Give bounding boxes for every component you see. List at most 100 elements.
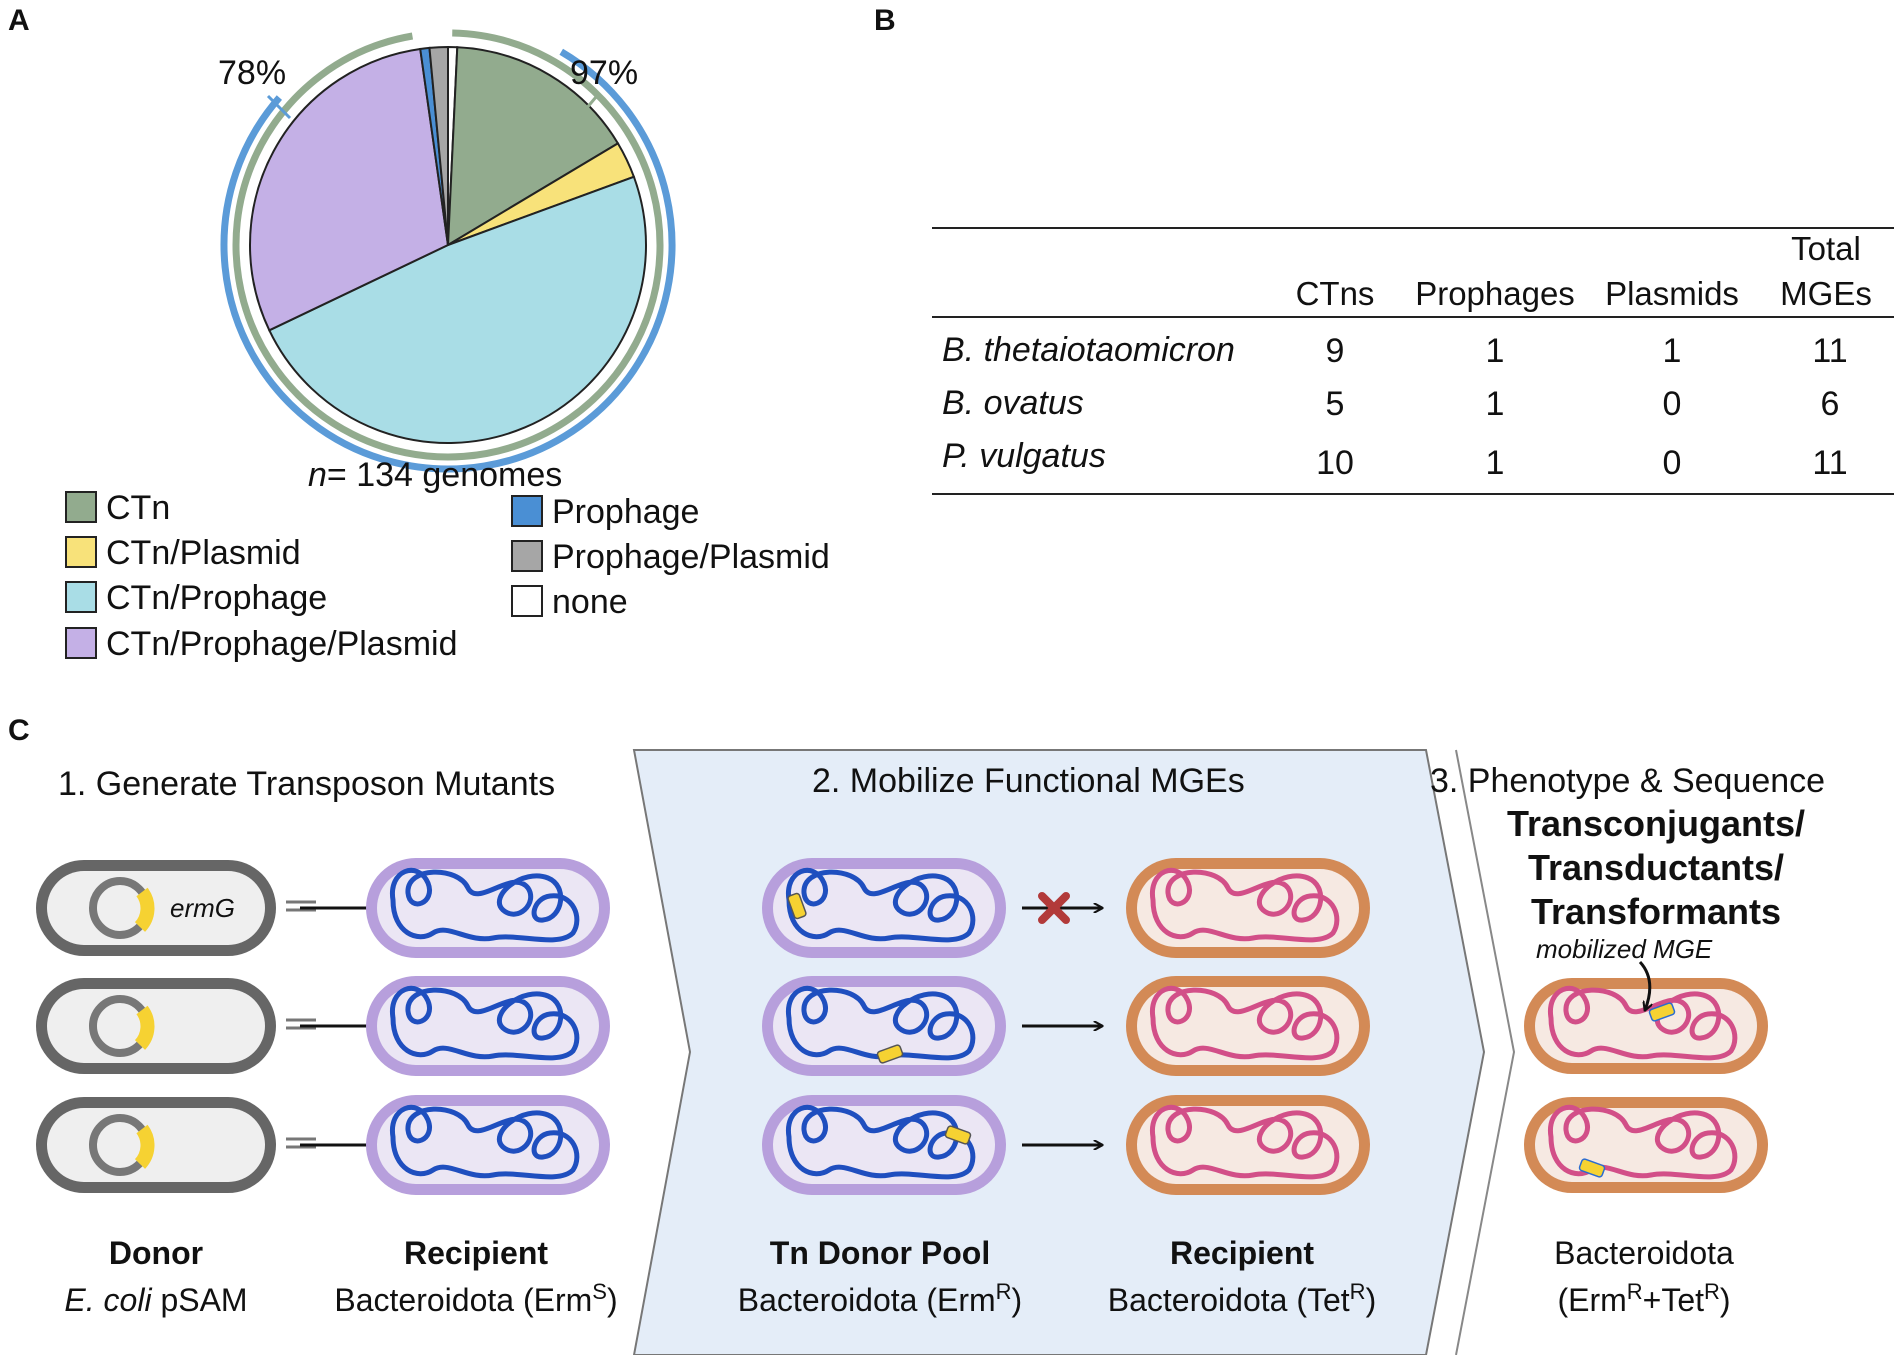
psam-plasmid bbox=[89, 877, 155, 939]
donor-subtitle: E. coli pSAM bbox=[64, 1282, 247, 1318]
donor-title: Donor bbox=[109, 1235, 203, 1271]
pie-slice-prophage-plasmid bbox=[428, 45, 449, 246]
recipient-1-subtitle: Bacteroidota (ErmS) bbox=[334, 1279, 617, 1318]
legend-swatch-prophage bbox=[511, 495, 543, 527]
table-row: B. thetaiotaomicron 9 1 1 11 bbox=[942, 331, 1848, 370]
ring-label-leader-ctn bbox=[578, 96, 598, 117]
legend-label: CTn/Prophage bbox=[106, 579, 327, 617]
pie-chart bbox=[249, 45, 647, 444]
recipient-tet-cell bbox=[1126, 976, 1370, 1076]
total-value: 11 bbox=[1812, 332, 1847, 370]
legend-swatch-prophage-plasmid bbox=[511, 540, 543, 572]
prophages-value: 1 bbox=[1486, 444, 1505, 482]
donor-pool-title: Tn Donor Pool bbox=[770, 1235, 990, 1271]
ring-label-ctn: 97% bbox=[570, 54, 638, 92]
pie-slice-ctn-prophage bbox=[267, 175, 647, 444]
total-value: 6 bbox=[1821, 385, 1840, 423]
ermg-label: ermG bbox=[170, 893, 235, 923]
legend-label: Prophage bbox=[552, 493, 699, 531]
transconjugant-cell bbox=[1524, 1097, 1768, 1193]
prophages-value: 1 bbox=[1486, 385, 1505, 423]
blocked-transfer-icon bbox=[1038, 892, 1070, 924]
genome-count: n= 134 genomes bbox=[308, 456, 562, 494]
panel-label-b: B bbox=[874, 4, 896, 37]
legend-swatch-ctn-plasmid bbox=[65, 536, 97, 568]
recipient-tet-cell bbox=[1126, 858, 1370, 958]
donor-pool-cell bbox=[762, 858, 1006, 958]
plasmids-value: 0 bbox=[1663, 444, 1682, 482]
col-header-mges: MGEs bbox=[1780, 275, 1872, 312]
recipient-1-title: Recipient bbox=[404, 1235, 548, 1271]
step-2-title: 2. Mobilize Functional MGEs bbox=[812, 762, 1245, 800]
donor-pool-subtitle: Bacteroidota (ErmR) bbox=[738, 1279, 1022, 1318]
mobilized-mge-label: mobilized MGE bbox=[1536, 934, 1713, 964]
transposon-insert bbox=[876, 1044, 904, 1064]
recipient-cell bbox=[366, 858, 610, 958]
legend-label: CTn/Prophage/Plasmid bbox=[106, 625, 458, 663]
table-row: P. vulgatus 10 1 0 11 bbox=[942, 437, 1848, 482]
ctns-value: 9 bbox=[1326, 332, 1345, 370]
recipient-cell bbox=[366, 1095, 610, 1195]
legend-label: CTn bbox=[106, 489, 170, 527]
step-1-title: 1. Generate Transposon Mutants bbox=[58, 765, 555, 803]
recipient-cell bbox=[366, 976, 610, 1076]
transposon-insert bbox=[944, 1125, 972, 1145]
recipient-tet-cell bbox=[1126, 1095, 1370, 1195]
legend-label: Prophage/Plasmid bbox=[552, 538, 830, 576]
transconjugant-cell bbox=[1524, 978, 1768, 1074]
outer-rings bbox=[220, 29, 676, 473]
prophages-value: 1 bbox=[1486, 332, 1505, 370]
legend-label: none bbox=[552, 583, 628, 621]
table-row: B. ovatus 5 1 0 6 bbox=[942, 384, 1839, 423]
mobilized-mge-pointer bbox=[1638, 960, 1650, 1010]
step-3-bold-line-3: Transformants bbox=[1531, 891, 1781, 932]
donor-cell bbox=[36, 978, 276, 1074]
step-3-bold-line-1: Transconjugants/ bbox=[1507, 803, 1805, 844]
psam-plasmid bbox=[89, 995, 155, 1057]
psam-plasmid bbox=[89, 1114, 155, 1176]
donor-cell bbox=[36, 1097, 276, 1193]
pie-slice-ctn-prophage-plasmid bbox=[249, 47, 450, 332]
col-header-prophages: Prophages bbox=[1415, 275, 1575, 312]
total-value: 11 bbox=[1812, 444, 1847, 482]
species-name: B. thetaiotaomicron bbox=[942, 331, 1235, 369]
ring-label-prophage: 78% bbox=[218, 54, 286, 92]
transposon-insert bbox=[1578, 1158, 1606, 1178]
species-name: B. ovatus bbox=[942, 384, 1084, 422]
legend-swatch-ctn-prophage-plasmid bbox=[65, 627, 97, 659]
legend-swatch-none bbox=[511, 585, 543, 617]
step-divider-chevron bbox=[1455, 749, 1516, 1355]
donor-pool-cell bbox=[762, 976, 1006, 1076]
col-header-plasmids: Plasmids bbox=[1605, 275, 1739, 312]
pie-legend: CTnCTn/PlasmidCTn/ProphageCTn/Prophage/P… bbox=[65, 489, 830, 663]
step-3-bold-line-2: Transductants/ bbox=[1528, 847, 1784, 888]
recipient-2-title: Recipient bbox=[1170, 1235, 1314, 1271]
cell-diagrams: ermG bbox=[36, 858, 1768, 1195]
donor-cell bbox=[36, 860, 276, 956]
plasmids-value: 0 bbox=[1663, 385, 1682, 423]
outer-ring-prophage bbox=[220, 48, 676, 473]
donor-pool-cell bbox=[762, 1095, 1006, 1195]
legend-swatch-ctn-prophage bbox=[65, 581, 97, 613]
ctns-value: 10 bbox=[1316, 444, 1354, 482]
pie-slice-ctn bbox=[446, 46, 620, 247]
legend-swatch-ctn bbox=[65, 491, 97, 523]
outer-ring-ctn bbox=[232, 29, 664, 461]
step-3-title: 3. Phenotype & Sequence bbox=[1430, 762, 1825, 800]
transposon-insert bbox=[787, 892, 807, 920]
ctns-value: 5 bbox=[1326, 385, 1345, 423]
recipient-2-subtitle: Bacteroidota (TetR) bbox=[1108, 1279, 1376, 1318]
panel-label-c: C bbox=[8, 714, 30, 747]
legend-label: CTn/Plasmid bbox=[106, 534, 301, 572]
result-line-2: (ErmR+TetR) bbox=[1557, 1279, 1730, 1318]
plasmids-value: 1 bbox=[1663, 332, 1682, 370]
col-header-ctns: CTns bbox=[1296, 275, 1375, 312]
panel-label-a: A bbox=[8, 4, 30, 37]
ring-label-leader-prophage bbox=[266, 94, 292, 120]
transposon-insert bbox=[1648, 1002, 1676, 1022]
species-name: P. vulgatus bbox=[942, 437, 1106, 475]
result-line-1: Bacteroidota bbox=[1554, 1235, 1734, 1271]
col-header-total: Total bbox=[1791, 230, 1861, 267]
mge-table: Total CTns Prophages Plasmids MGEs B. th… bbox=[932, 227, 1894, 495]
